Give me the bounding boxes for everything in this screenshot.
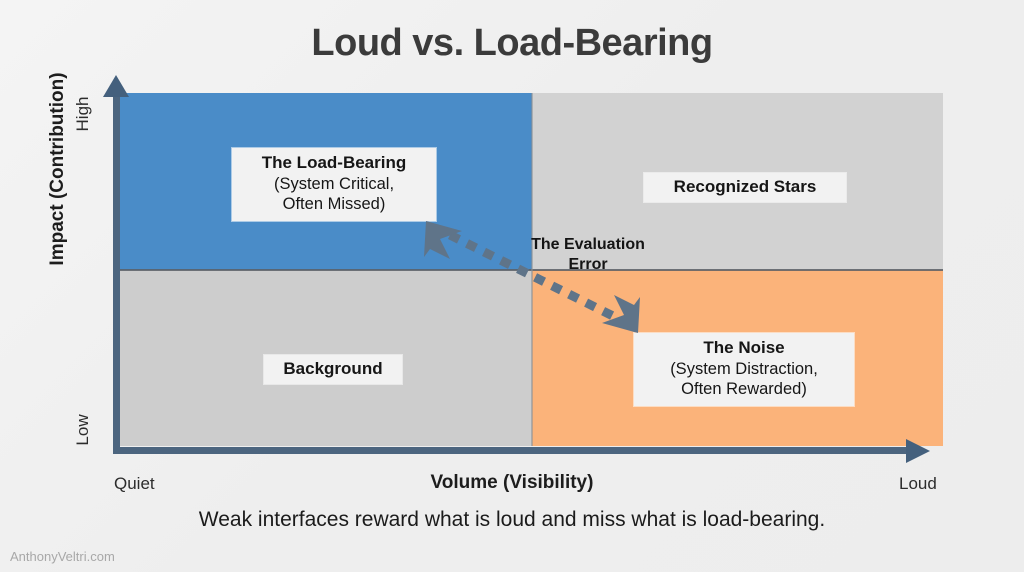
label-load-bearing-sub1: (System Critical, (273, 174, 395, 193)
label-load-bearing-title: The Load-Bearing (261, 153, 407, 172)
x-axis-label: Volume (Visibility) (430, 472, 594, 493)
evaluation-error-arrow-icon (424, 221, 640, 333)
label-load-bearing-sub2: Often Missed) (282, 194, 386, 213)
evaluation-error-line2: Error (568, 256, 608, 273)
page-title: Loud vs. Load-Bearing (311, 22, 713, 64)
label-noise-sub2: Often Rewarded) (681, 379, 807, 398)
y-axis-tick-low: Low (73, 414, 92, 446)
label-noise-title: The Noise (703, 338, 785, 357)
label-noise-sub1: (System Distraction, (670, 359, 818, 378)
label-noise: The Noise (System Distraction, Often Rew… (634, 333, 854, 406)
y-axis-tick-high: High (73, 96, 92, 132)
label-load-bearing: The Load-Bearing (System Critical, Often… (232, 148, 436, 221)
label-recognized-stars: Recognized Stars (644, 173, 846, 202)
label-background-title: Background (283, 359, 383, 378)
x-axis-tick-loud: Loud (899, 474, 937, 493)
x-axis-arrow-icon (906, 439, 930, 463)
label-background: Background (264, 355, 402, 384)
y-axis-label: Impact (Contribution) (47, 72, 68, 266)
evaluation-error-note: The Evaluation Error (508, 235, 668, 275)
watermark: AnthonyVeltri.com (10, 549, 115, 564)
x-axis-tick-quiet: Quiet (114, 474, 155, 493)
y-axis-line (113, 92, 120, 453)
caption-text: Weak interfaces reward what is loud and … (198, 508, 826, 531)
arrow-head-downright-icon (602, 295, 640, 333)
evaluation-error-line1: The Evaluation (531, 236, 645, 253)
arrow-head-upleft-icon (424, 221, 462, 259)
x-axis-line (113, 447, 910, 454)
vertical-divider (530, 93, 533, 446)
y-axis-arrow-icon (103, 75, 129, 97)
label-recognized-stars-title: Recognized Stars (673, 177, 817, 196)
